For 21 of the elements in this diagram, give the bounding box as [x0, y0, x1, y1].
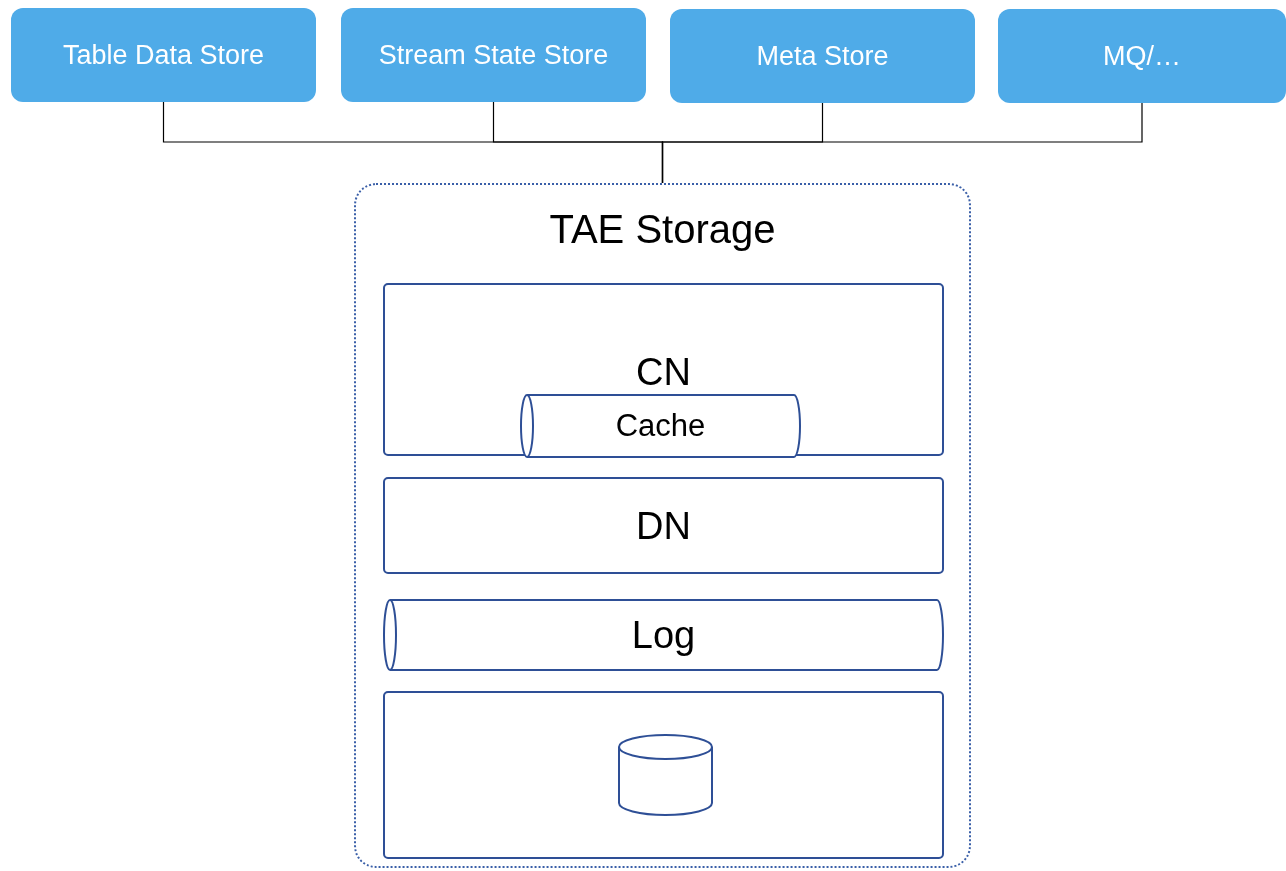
node-label: MQ/…	[1103, 40, 1181, 72]
storage-cylinder	[618, 734, 713, 816]
horizontal-cylinder	[383, 599, 944, 671]
store-box	[670, 9, 975, 103]
store-box	[11, 8, 316, 102]
layer-box	[383, 691, 944, 859]
layer-box	[383, 477, 944, 574]
connector-line	[661, 102, 1143, 184]
node-label: DN	[636, 505, 691, 548]
node-label: Log	[631, 613, 696, 657]
node-label: Stream State Store	[378, 39, 609, 71]
node-label: Cache	[615, 408, 706, 444]
store-box	[341, 8, 646, 102]
node-label: CN	[636, 351, 691, 394]
store-box	[998, 9, 1286, 103]
node-label: Meta Store	[756, 40, 889, 72]
storage-container	[354, 183, 971, 868]
horizontal-cylinder	[520, 394, 801, 458]
layer-box	[383, 283, 944, 456]
container-title: TAE Storage	[549, 207, 776, 252]
node-label: Table Data Store	[62, 39, 265, 71]
